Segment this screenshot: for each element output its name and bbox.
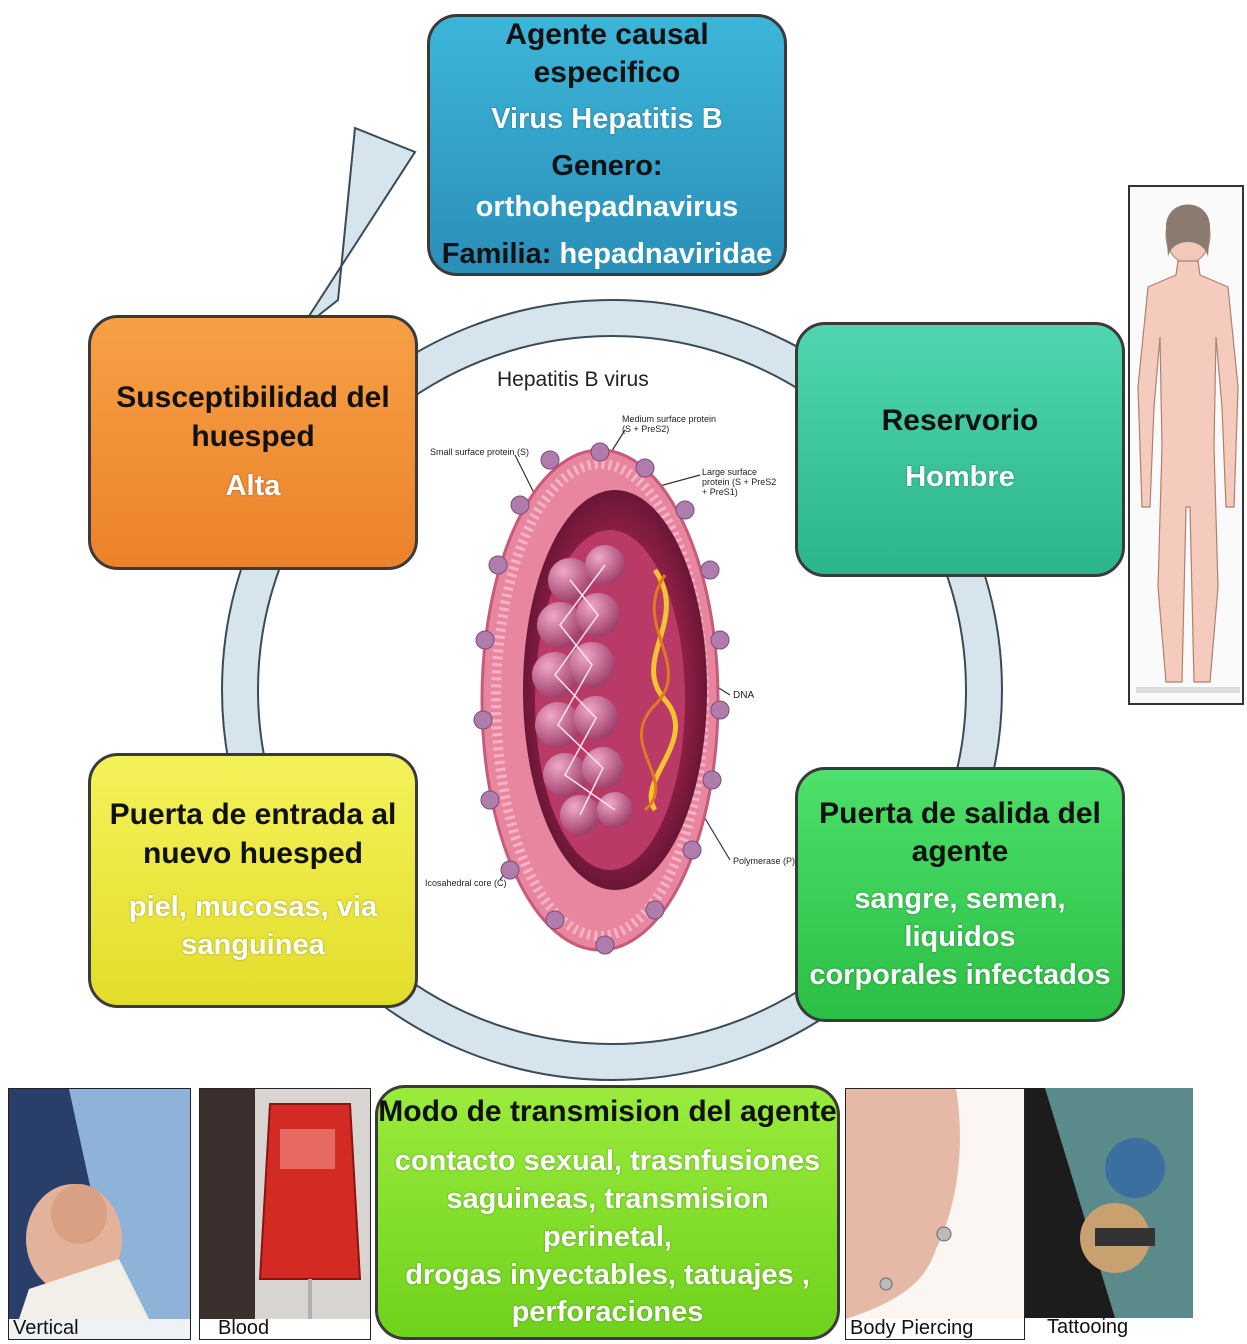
agente-causal-box: Agente causal especifico Virus Hepatitis… — [427, 14, 787, 276]
agente-title: Agente causal especifico — [430, 16, 784, 93]
label-medium-protein: Medium surface protein (S + PreS2) — [622, 414, 717, 434]
entrada-title-1: Puerta de entrada al — [110, 796, 397, 834]
piercing-image — [846, 1089, 1025, 1319]
modo-transmision-box: Modo de transmision del agente contacto … — [375, 1085, 840, 1340]
agente-genero: Genero: orthohepadnavirus — [430, 146, 784, 227]
susc-value: Alta — [226, 468, 281, 506]
salida-title-2: agente — [912, 833, 1009, 871]
human-icon — [1130, 187, 1244, 705]
modo-value-3: drogas inyectables, tatuajes , — [405, 1257, 810, 1295]
familia-value: hepadnaviridae — [559, 238, 772, 270]
label-small-protein: Small surface protein (S) — [430, 447, 529, 457]
salida-value-2: corporales infectados — [809, 957, 1110, 995]
modo-value-2: saguineas, transmision perinetal, — [378, 1181, 837, 1256]
salida-value-1: sangre, semen, liquidos — [798, 881, 1122, 956]
modo-value-1: contacto sexual, trasnfusiones — [395, 1143, 820, 1181]
entrada-value-2: sanguinea — [181, 927, 324, 965]
blood-bag-image — [200, 1089, 371, 1319]
agente-virus: Virus Hepatitis B — [491, 101, 723, 139]
entrada-value-1: piel, mucosas, via — [129, 889, 377, 927]
familia-key: Familia: — [442, 238, 552, 270]
reservorio-value: Hombre — [905, 459, 1015, 497]
genero-key: Genero: — [551, 150, 662, 182]
body-piercing-caption: Body Piercing — [850, 1317, 973, 1340]
susceptibilidad-box: Susceptibilidad del huesped Alta — [88, 315, 418, 570]
vertical-transmission-caption: Vertical Transmission — [13, 1317, 190, 1340]
mother-baby-image — [9, 1089, 191, 1319]
blood-transfusion-photo: Blood Transfusion — [199, 1088, 371, 1340]
susc-title-1: Susceptibilidad del — [116, 379, 389, 417]
human-figure-image — [1128, 185, 1244, 705]
reservorio-title: Reservorio — [882, 402, 1039, 440]
tattoo-image — [1025, 1088, 1193, 1318]
susc-title-2: huesped — [191, 418, 314, 456]
vertical-transmission-photo: Vertical Transmission — [8, 1088, 191, 1340]
modo-value-4: perforaciones — [512, 1294, 704, 1332]
label-dna: DNA — [733, 690, 754, 701]
agente-familia: Familia: hepadnaviridae — [442, 234, 772, 275]
body-piercing-photo: Body Piercing — [845, 1088, 1025, 1340]
entrada-title-2: nuevo huesped — [143, 835, 363, 873]
label-polymerase: Polymerase (P) — [733, 856, 795, 866]
puerta-entrada-box: Puerta de entrada al nuevo huesped piel,… — [88, 753, 418, 1008]
genero-value: orthohepadnavirus — [476, 191, 739, 223]
modo-title: Modo de transmision del agente — [378, 1093, 836, 1131]
virus-title: Hepatitis B virus — [497, 368, 649, 392]
tattooing-caption: Tattooing — [1047, 1316, 1128, 1339]
reservorio-box: Reservorio Hombre — [795, 322, 1125, 577]
puerta-salida-box: Puerta de salida del agente sangre, seme… — [795, 767, 1125, 1022]
cycle-arrow-head — [300, 128, 415, 330]
salida-title-1: Puerta de salida del — [819, 795, 1101, 833]
label-large-protein: Large surface protein (S + PreS2 + PreS1… — [702, 467, 782, 497]
blood-transfusion-caption: Blood Transfusion — [218, 1317, 370, 1340]
tattooing-photo: Tattooing — [1025, 1088, 1193, 1340]
label-core: Icosahedral core (C) — [425, 878, 507, 888]
